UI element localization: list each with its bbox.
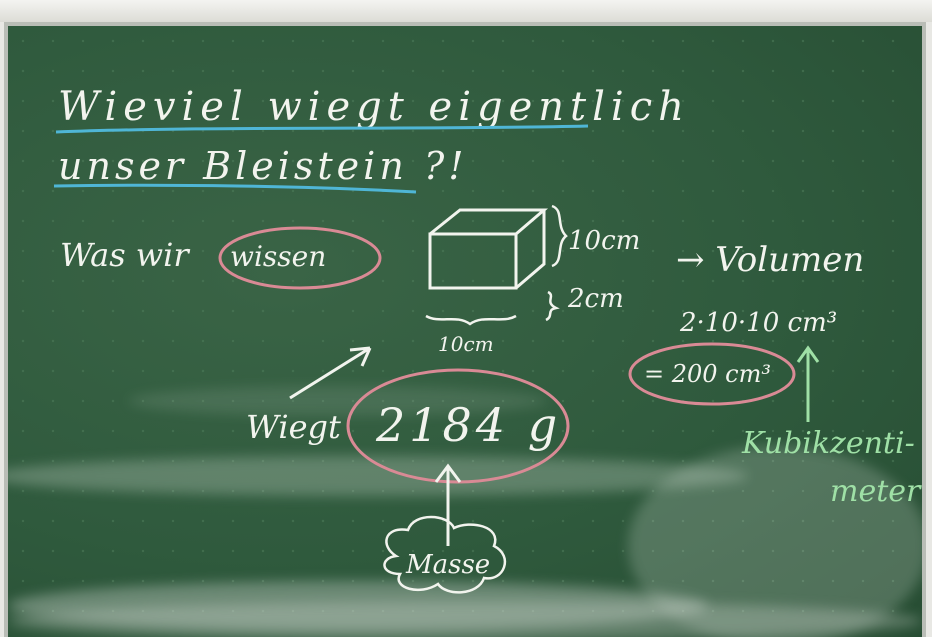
unit-word-line-2: meter bbox=[830, 474, 921, 509]
known-prefix: Was wir bbox=[60, 236, 189, 274]
unit-word-line-1: Kubikzenti- bbox=[742, 426, 915, 461]
chalk-smear-2 bbox=[8, 581, 708, 631]
weight-label: Wiegt bbox=[246, 408, 341, 446]
mass-cloud bbox=[383, 515, 506, 594]
known-word: wissen bbox=[230, 240, 327, 273]
dimension-width: 10cm bbox=[438, 332, 494, 356]
weight-circle bbox=[346, 368, 570, 484]
height-brace bbox=[551, 204, 568, 268]
chalk-smear-1 bbox=[8, 456, 748, 496]
chalkboard: Wieviel wiegt eigentlich unser Bleistein… bbox=[8, 26, 922, 637]
cuboid-drawing bbox=[428, 208, 549, 290]
mass-arrow bbox=[434, 463, 462, 546]
wall bbox=[0, 0, 932, 22]
title-underline-1 bbox=[55, 124, 589, 134]
green-arrow bbox=[796, 345, 820, 422]
depth-brace bbox=[545, 290, 560, 322]
volume-calculation: 2·10·10 cm³ bbox=[680, 308, 838, 338]
chalk-smear-5 bbox=[128, 386, 548, 416]
weight-arrow bbox=[289, 346, 372, 400]
known-circle bbox=[218, 226, 382, 290]
volume-result-circle bbox=[628, 342, 796, 406]
volume-result: = 200 cm³ bbox=[644, 360, 771, 388]
dimension-height: 10cm bbox=[568, 226, 641, 256]
volume-label: → Volumen bbox=[676, 240, 865, 280]
chalk-smear-3 bbox=[628, 446, 922, 637]
weight-value: 2184 g bbox=[376, 398, 562, 452]
chalk-drawings bbox=[53, 124, 820, 594]
mass-label: Masse bbox=[406, 550, 491, 580]
title-underline-2 bbox=[53, 183, 417, 194]
width-brace bbox=[425, 314, 517, 326]
dimension-depth: 2cm bbox=[568, 284, 624, 314]
title-line-2: unser Bleistein ?! bbox=[58, 144, 468, 188]
chalk-smear-4 bbox=[8, 601, 922, 637]
title-line-1: Wieviel wiegt eigentlich bbox=[58, 84, 690, 130]
